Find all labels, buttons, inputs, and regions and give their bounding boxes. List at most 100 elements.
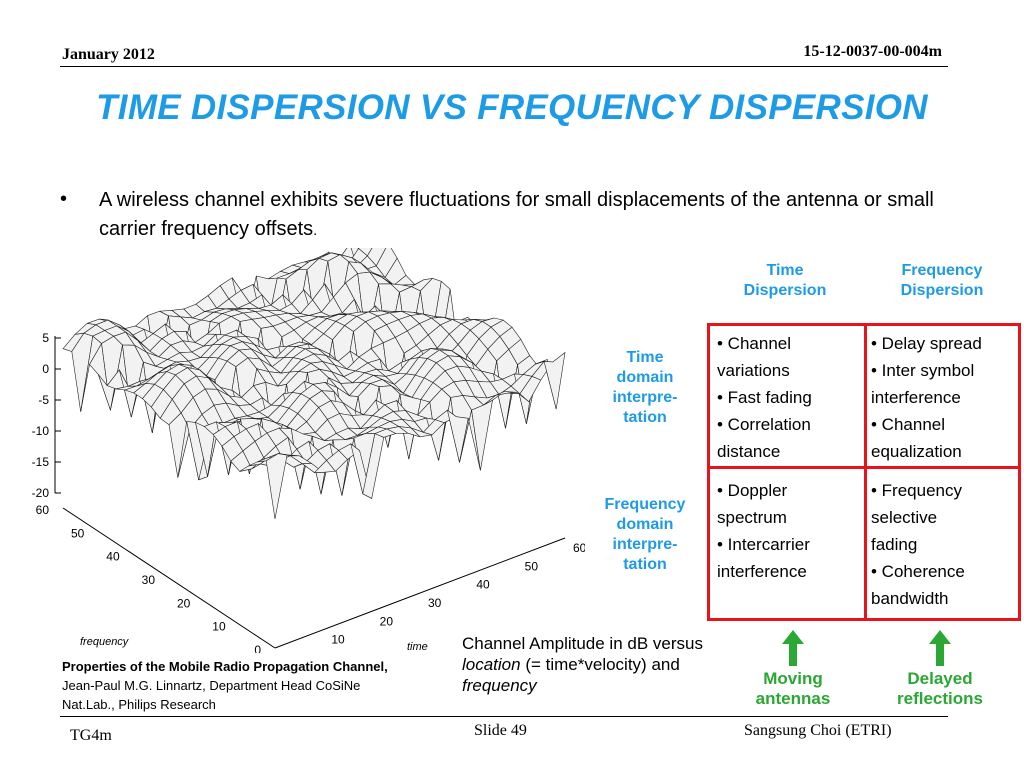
cell-time-domain-frequency-dispersion: • Delay spread • Inter symbol interferen… (871, 330, 1019, 465)
frequency-tick-label: 50 (71, 526, 85, 540)
footer-author: Sangsung Choi (ETRI) (744, 722, 892, 739)
grid-vertical-divider (864, 323, 867, 621)
reference-title: Properties of the Mobile Radio Propagati… (62, 659, 388, 674)
frequency-tick-label: 20 (177, 596, 191, 610)
row-header-line: tation (623, 556, 667, 573)
time-axis-line (274, 537, 566, 649)
cell-line: • Frequency (871, 481, 962, 500)
row-header-line: Frequency (604, 496, 686, 513)
mesh-cell (543, 351, 566, 410)
cell-line: • Doppler (717, 481, 788, 500)
z-tick-label: 0 (42, 362, 49, 376)
plot-caption: Channel Amplitude in dB versus location … (462, 633, 762, 696)
frequency-axis-line (62, 507, 276, 649)
caption-frequency: frequency (462, 676, 537, 695)
moving-antennas-label: Moving antennas (733, 669, 853, 709)
cell-line: distance (717, 442, 781, 461)
slide-title: TIME DISPERSION VS FREQUENCY DISPERSION (96, 88, 928, 127)
row-header-line: domain (616, 369, 674, 386)
frequency-tick-label: 60 (36, 503, 50, 517)
bullet-text: A wireless channel exhibits severe fluct… (99, 186, 949, 245)
z-tick-label: 5 (42, 331, 49, 345)
caption-line: Channel Amplitude in dB versus (462, 634, 703, 653)
reference-line: Jean-Paul M.G. Linnartz, Department Head… (62, 678, 361, 693)
time-tick-label: 10 (331, 633, 345, 647)
reference-citation: Properties of the Mobile Radio Propagati… (62, 657, 462, 714)
row-header-line: domain (616, 516, 674, 533)
reference-line: Nat.Lab., Philips Research (62, 697, 216, 712)
time-tick-label: 20 (380, 614, 394, 628)
time-tick-label: 60 (573, 541, 585, 555)
cell-frequency-domain-frequency-dispersion: • Frequency selective fading • Coherence… (871, 477, 1019, 612)
frequency-tick-label: 0 (254, 643, 261, 653)
row-header-frequency-domain: Frequency domain interpre- tation (590, 495, 700, 575)
cell-time-domain-time-dispersion: • Channel variations • Fast fading • Cor… (717, 330, 862, 465)
z-tick-label: -20 (32, 486, 50, 500)
caption-mid: (= time*velocity) and (520, 655, 680, 674)
caption-location: location (462, 655, 521, 674)
frequency-tick-label: 30 (142, 573, 156, 587)
time-axis-label: time (407, 641, 428, 653)
cell-line: selective (871, 508, 938, 527)
arrow-label-line: reflections (897, 689, 983, 708)
header-date: January 2012 (62, 46, 155, 63)
cell-line: • Delay spread (871, 334, 982, 353)
up-arrow-icon (782, 630, 804, 666)
z-tick-label: -15 (32, 455, 50, 469)
col-header-line: Time (766, 262, 804, 279)
cell-line: • Inter symbol (871, 361, 975, 380)
time-tick-label: 50 (525, 559, 539, 573)
header-doc-number: 15-12-0037-00-004m (803, 43, 942, 60)
header-divider (60, 66, 948, 67)
col-header-frequency-dispersion: Frequency Dispersion (872, 261, 1012, 301)
row-header-line: interpre- (612, 536, 678, 553)
row-header-line: interpre- (612, 389, 678, 406)
cell-line: equalization (871, 442, 962, 461)
row-header-time-domain: Time domain interpre- tation (590, 348, 700, 428)
cell-line: variations (717, 361, 790, 380)
row-header-line: Time (626, 349, 664, 366)
cell-line: • Channel (717, 334, 792, 353)
cell-line: • Channel (871, 415, 946, 434)
z-tick-label: -5 (38, 393, 49, 407)
bullet-marker: • (60, 188, 68, 210)
bullet-text-end: . (313, 222, 318, 239)
cell-frequency-domain-time-dispersion: • Doppler spectrum • Intercarrier interf… (717, 477, 862, 585)
grid-horizontal-divider (707, 466, 1021, 469)
cell-line: fading (871, 535, 918, 554)
arrow-label-line: antennas (755, 689, 831, 708)
footer-divider (60, 716, 948, 717)
cell-line: • Correlation (717, 415, 811, 434)
cell-line: interference (871, 388, 961, 407)
col-header-line: Dispersion (743, 282, 827, 299)
col-header-time-dispersion: Time Dispersion (715, 261, 855, 301)
time-tick-label: 0 (283, 651, 290, 653)
caption-line: frequency (462, 675, 762, 696)
time-tick-label: 30 (428, 596, 442, 610)
col-header-line: Frequency (901, 262, 983, 279)
arrow-label-line: Delayed (907, 669, 973, 688)
bullet-text-main: A wireless channel exhibits severe fluct… (99, 189, 934, 240)
caption-line: location (= time*velocity) and (462, 654, 762, 675)
delayed-reflections-label: Delayed reflections (880, 669, 1000, 709)
up-arrow-icon (929, 630, 951, 666)
cell-line: bandwidth (871, 589, 949, 608)
z-tick-label: -10 (32, 424, 50, 438)
cell-line: interference (717, 562, 807, 581)
frequency-tick-label: 40 (106, 550, 120, 564)
frequency-tick-label: 10 (212, 620, 226, 634)
mesh-cell (265, 453, 288, 519)
cell-line: spectrum (717, 508, 787, 527)
cell-line: • Intercarrier (717, 535, 810, 554)
footer-slide-number: Slide 49 (474, 722, 527, 739)
arrow-label-line: Moving (763, 669, 823, 688)
cell-line: • Fast fading (717, 388, 812, 407)
time-tick-label: 40 (476, 578, 490, 592)
frequency-axis-label: frequency (80, 636, 130, 648)
mesh-cell (358, 248, 373, 257)
row-header-line: tation (623, 409, 667, 426)
footer-left: TG4m (70, 727, 112, 744)
surface-mesh (62, 248, 566, 519)
cell-line: • Coherence (871, 562, 965, 581)
